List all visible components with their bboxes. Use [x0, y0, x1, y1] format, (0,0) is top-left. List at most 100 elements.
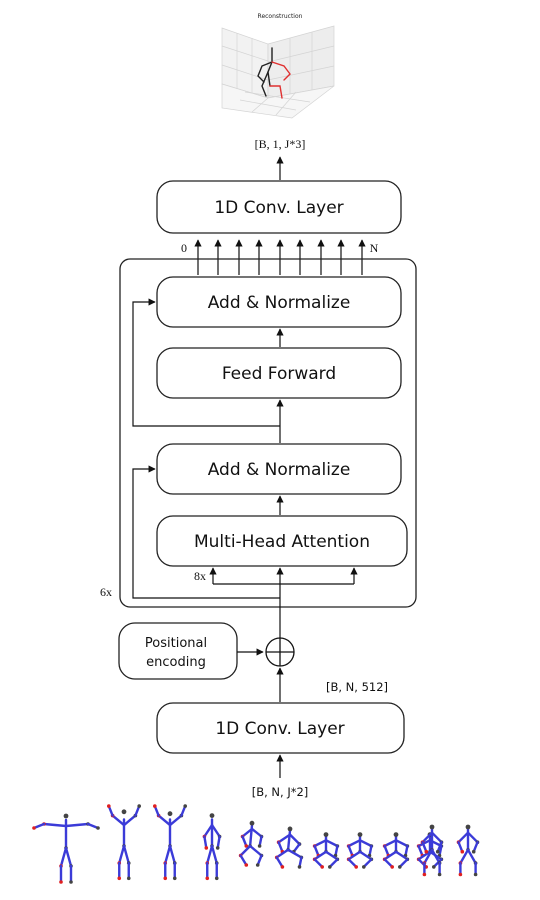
pose-bone	[157, 814, 172, 827]
add-normalize-bottom-label: Add & Normalize	[208, 460, 351, 480]
pose-joint	[460, 849, 465, 854]
input-pose-figure	[107, 804, 141, 881]
bottom-conv-layer-box	[156, 702, 405, 754]
pose-head	[167, 811, 173, 817]
input-pose-figure	[32, 813, 100, 884]
input-pose-figure	[202, 813, 222, 881]
pose-joint	[244, 844, 249, 848]
pose-bone	[210, 844, 218, 865]
feed-forward-label: Feed Forward	[222, 364, 336, 384]
pose-bone	[241, 827, 254, 838]
pose-joint	[215, 846, 220, 850]
pose-joint	[390, 865, 395, 869]
pose-bone	[168, 814, 183, 827]
pose-bone	[248, 844, 263, 857]
first-token-label: 0	[181, 241, 187, 255]
pose-bone	[324, 839, 339, 848]
embedding-shape-label: [B, N, 512]	[326, 680, 388, 694]
pose-bone	[466, 831, 479, 844]
pose-joint	[432, 865, 436, 869]
token-output-arrows	[194, 239, 366, 275]
pose-head	[393, 832, 399, 837]
pose-bone	[111, 814, 126, 827]
pose-head	[249, 820, 255, 826]
pose-head	[323, 832, 329, 837]
pose-joint	[354, 865, 359, 869]
pose-bone	[423, 848, 434, 865]
pose-joint	[435, 849, 440, 854]
pose-bone	[59, 846, 68, 868]
pose-bone	[347, 850, 362, 861]
multi-head-attention-box	[156, 515, 408, 567]
pose-joint	[473, 872, 478, 877]
pose-bone	[168, 844, 176, 865]
input-pose-figure	[382, 832, 410, 869]
pose-joint	[244, 863, 249, 867]
input-pose-figure	[274, 826, 304, 869]
pose-joint	[69, 880, 73, 884]
pose-bone	[383, 850, 398, 861]
pose-head	[465, 824, 471, 830]
pose-head	[357, 832, 363, 837]
top-conv-layer-box	[156, 180, 402, 234]
pose-bone	[216, 835, 221, 850]
pose-joint	[172, 876, 177, 881]
pose-bone	[203, 835, 208, 850]
pose-bone	[42, 822, 68, 828]
pose-joint	[280, 865, 285, 869]
pose-joint	[137, 804, 141, 808]
pose-bone	[466, 848, 477, 865]
pose-joint	[153, 804, 157, 808]
pose-bone	[313, 850, 328, 861]
residual-connection-bottom	[132, 465, 280, 599]
pose-joint	[204, 846, 209, 850]
pose-joint	[255, 863, 260, 867]
top-conv-layer-label: 1D Conv. Layer	[214, 198, 343, 218]
pose-bone	[286, 848, 303, 859]
pose-bone	[417, 850, 432, 861]
pose-bone	[118, 844, 126, 865]
pose-bone	[164, 844, 172, 865]
pose-joint	[458, 872, 463, 877]
heads-count-label: 8x	[194, 569, 206, 583]
pose-bone	[347, 839, 362, 848]
pose-bone	[64, 822, 90, 828]
pose-bone	[430, 848, 441, 865]
pose-bone	[421, 831, 434, 844]
positional-encoding-box	[118, 622, 238, 680]
feed-forward-box	[156, 347, 402, 399]
pose-bone	[210, 823, 221, 838]
pose-bone	[250, 827, 263, 838]
pose-bone	[394, 850, 409, 861]
input-pose-figure	[238, 820, 264, 867]
multi-head-attention-label: Multi-Head Attention	[194, 532, 370, 552]
pose-joint	[437, 872, 442, 877]
pose-joint	[362, 865, 366, 869]
residual-connection-top	[132, 298, 280, 427]
pose-bone	[239, 854, 248, 867]
attention-input-arrows	[209, 567, 358, 640]
plot-3d-grid	[221, 25, 335, 119]
pose-joint	[214, 876, 219, 881]
pose-head	[209, 813, 215, 818]
pose-joint	[163, 876, 168, 881]
pose-bone	[64, 846, 73, 868]
input-pose-figure	[153, 804, 187, 881]
pose-bone	[203, 823, 214, 838]
pose-bone	[313, 839, 328, 848]
input-pose-figure	[420, 824, 444, 877]
input-shape-label: [B, N, J*2]	[252, 785, 309, 799]
encoder-stack-box	[119, 258, 417, 608]
add-normalize-top-box	[156, 276, 402, 328]
pose-joint	[205, 876, 210, 881]
input-pose-figure	[346, 832, 374, 869]
pose-joint	[107, 804, 111, 808]
pose-bone	[288, 833, 301, 846]
pose-bone	[430, 831, 443, 844]
pose-joint	[257, 844, 262, 848]
reconstructed-skeleton	[257, 47, 291, 99]
pose-bone	[122, 844, 130, 865]
pose-bone	[394, 839, 409, 848]
pose-joint	[422, 872, 427, 877]
